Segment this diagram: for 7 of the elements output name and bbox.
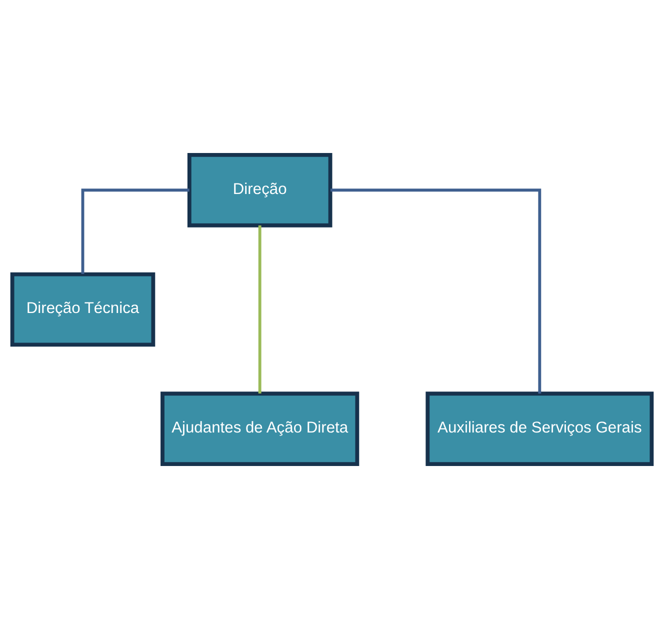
node-box: Direção Técnica	[10, 272, 156, 346]
connector	[330, 188, 542, 394]
node-box: Direção	[187, 152, 332, 227]
connector	[81, 188, 190, 274]
node-box: Ajudantes de Ação Direta	[160, 391, 360, 466]
node-box: Auxiliares de Serviços Gerais	[426, 391, 654, 466]
connector	[258, 224, 262, 393]
